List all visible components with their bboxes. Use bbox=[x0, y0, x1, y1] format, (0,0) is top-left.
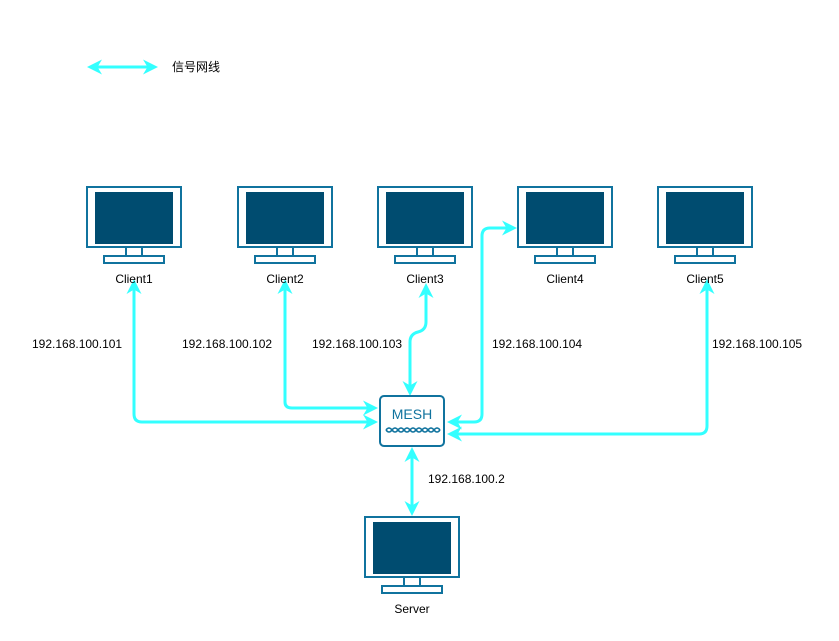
client-ip: 192.168.100.101 bbox=[32, 337, 122, 351]
client-name: Client1 bbox=[115, 272, 153, 286]
server: Server bbox=[364, 516, 460, 616]
mesh-label: MESH bbox=[392, 406, 432, 422]
link-client5 bbox=[447, 279, 715, 442]
legend-label: 信号网线 bbox=[172, 60, 220, 74]
monitor-icon bbox=[377, 186, 473, 264]
client-5: Client5 192.168.100.105 bbox=[657, 186, 802, 351]
client-ip: 192.168.100.105 bbox=[712, 337, 802, 351]
client-name: Client3 bbox=[406, 272, 444, 286]
client-ip: 192.168.100.102 bbox=[182, 337, 272, 351]
link-client3 bbox=[402, 283, 434, 396]
mesh-wave-icon bbox=[385, 427, 441, 433]
client-name: Client4 bbox=[546, 272, 584, 286]
hub-ip: 192.168.100.2 bbox=[428, 472, 505, 486]
mesh-hub: MESH bbox=[379, 395, 445, 447]
client-name: Client5 bbox=[686, 272, 724, 286]
client-ip: 192.168.100.103 bbox=[312, 337, 402, 351]
link-client1 bbox=[126, 279, 378, 430]
link-client2 bbox=[277, 279, 378, 416]
connections bbox=[126, 220, 715, 516]
monitor-icon bbox=[237, 186, 333, 264]
monitor-icon bbox=[364, 516, 460, 594]
monitor-icon bbox=[86, 186, 182, 264]
link-client4 bbox=[447, 220, 517, 430]
client-ip: 192.168.100.104 bbox=[492, 337, 582, 351]
client-1: Client1 192.168.100.101 bbox=[32, 186, 182, 351]
monitor-icon bbox=[517, 186, 613, 264]
monitor-icon bbox=[657, 186, 753, 264]
client-4: Client4 192.168.100.104 bbox=[492, 186, 613, 351]
client-name: Client2 bbox=[266, 272, 304, 286]
server-name: Server bbox=[394, 602, 429, 616]
legend: 信号网线 bbox=[87, 59, 220, 75]
client-3: Client3 192.168.100.103 bbox=[312, 186, 473, 351]
client-2: Client2 192.168.100.102 bbox=[182, 186, 333, 351]
